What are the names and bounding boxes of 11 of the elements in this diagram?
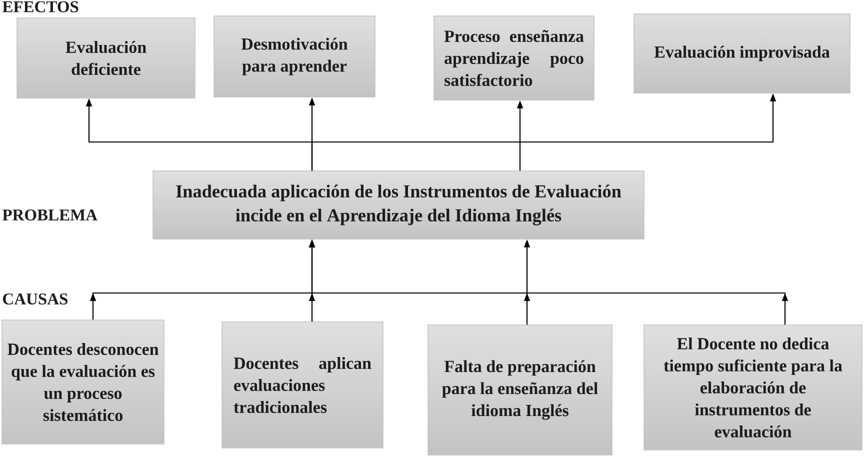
effect-box: Evaluación deficiente: [16, 18, 196, 98]
effect-box: Proceso enseñanza aprendizaje poco satisfactorio: [434, 16, 594, 100]
problem-box: Inadecuada aplicación de los Instrumentos de Evaluación incide en el Aprendizaje del Idioma Inglés: [152, 170, 644, 240]
row-label: PROBLEMA: [2, 209, 98, 221]
effect-box: Desmotivación para aprender: [214, 16, 376, 98]
cause-box: El Docente no dedica tiempo suficiente para la elaboración de instrumentos de evaluación: [644, 324, 862, 450]
effect-box: Evaluación improvisada: [634, 14, 850, 94]
cause-box: Docentes aplican evaluaciones tradicionales: [222, 322, 384, 448]
cause-box: Falta de preparación para la enseñanza del idioma Inglés: [428, 324, 612, 456]
cause-box: Docentes desconocen que la evaluación es un proceso sistemático: [2, 320, 164, 444]
row-label: CAUSAS: [3, 293, 68, 305]
